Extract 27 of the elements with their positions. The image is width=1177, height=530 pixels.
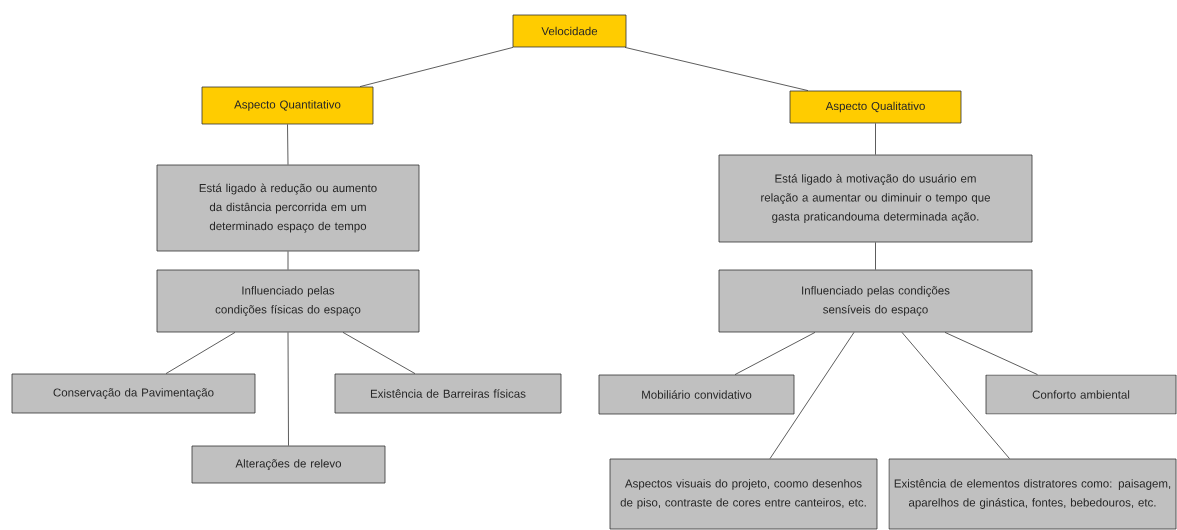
concept-box: Influenciado pelas condições sensíveis do espaço [718,269,1033,333]
connector-line [359,47,514,87]
concept-box: Existência de elementos distratores como: paisagem, aparelhos de ginástica, fontes, bebedouros, etc. [888,458,1177,530]
connector-line [342,332,416,374]
connector-line [287,332,289,446]
concept-box: Velocidade [512,14,627,48]
connector-line [901,332,1010,459]
concept-box: Aspecto Qualitativo [789,90,962,124]
connector-line [287,124,289,165]
connector-line [287,251,289,270]
concept-box: Alterações de relevo [191,445,386,484]
connector-line [875,242,876,270]
concept-box: Influenciado pelas condições físicas do espaço [156,269,420,333]
connector-line [944,332,1038,375]
concept-box: Conservação da Pavimentação [11,373,256,414]
connector-line [624,47,809,91]
concept-box: Está ligado à motivação do usuário em relação a aumentar ou diminuir o tempo que gasta praticandouma determinada ação. [718,154,1033,243]
connector-line [734,332,816,375]
concept-box: Conforto ambiental [985,374,1177,415]
connector-line [769,332,855,459]
connector-line [165,332,236,374]
concept-box: Aspecto Quantitativo [201,86,374,125]
concept-box: Mobiliário convidativo [598,374,795,415]
concept-box: Está ligado à redução ou aumento da distância percorrida em um determinado espaço de tempo [156,164,420,252]
concept-box: Aspectos visuais do projeto, coomo desenhos de piso, contraste de cores entre canteiros, etc. [609,458,878,530]
concept-box: Existência de Barreiras físicas [334,373,562,414]
connector-line [875,123,876,155]
